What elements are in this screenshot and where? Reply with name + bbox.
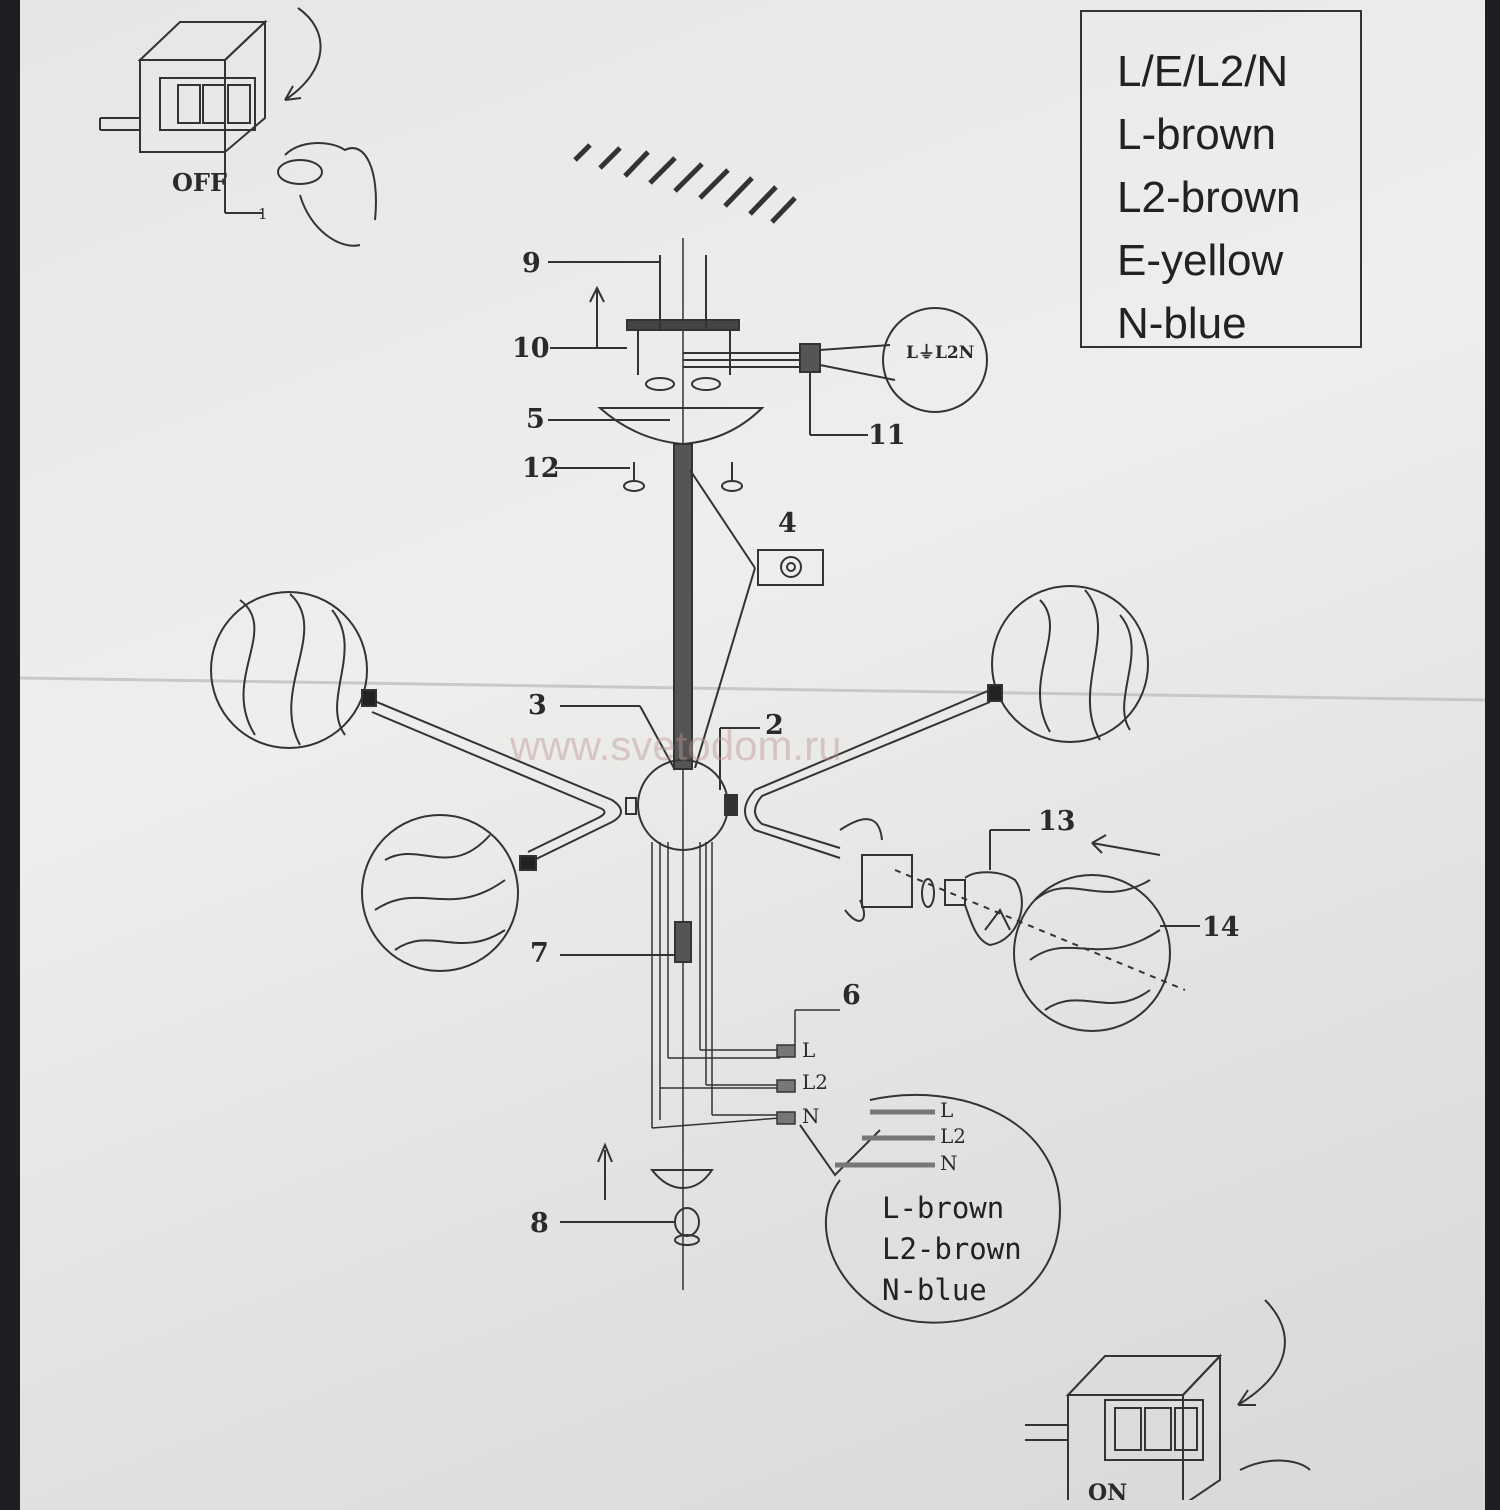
bubble-color-list: L-brown L2-brown N-blue <box>882 1188 1022 1311</box>
part-number-6: 6 <box>842 980 861 1011</box>
switch-box-off-icon <box>99 19 268 214</box>
wire-label-l2: L2 <box>802 1070 829 1094</box>
paper-sheet <box>20 0 1485 1510</box>
bubble-color-3: N-blue <box>882 1273 987 1307</box>
bubble-color-1: L-brown <box>882 1191 1005 1225</box>
arm-left <box>371 699 622 863</box>
curved-arrow-off-icon <box>284 7 322 101</box>
legend-line-3: L2-brown <box>1117 173 1301 222</box>
wire-bundle <box>651 842 840 1129</box>
ceiling-hatch-icon <box>573 143 797 224</box>
wire-label-l: L <box>802 1038 816 1062</box>
part-number-4: 4 <box>778 508 797 539</box>
bubble-wire-l2: L2 <box>940 1124 967 1148</box>
legend-line-4: E-yellow <box>1117 236 1284 285</box>
switch-on-label: ON <box>1088 1480 1128 1506</box>
wire-connector <box>674 921 692 963</box>
wire-color-legend: L/E/L2/N L-brown L2-brown E-yellow N-blu… <box>1080 10 1362 348</box>
wire-label-n: N <box>802 1104 820 1128</box>
part4-box <box>757 549 824 586</box>
terminal-labels: L⏚L2N <box>906 343 975 363</box>
part-number-8: 8 <box>530 1208 549 1239</box>
hand-icon-bottom <box>1239 1459 1311 1471</box>
globe-bottom-left <box>361 814 537 972</box>
globe-top-left <box>210 591 377 749</box>
part-number-10: 10 <box>512 333 550 364</box>
suspension-rod <box>673 443 693 770</box>
switch-box-on-icon <box>1025 1353 1223 1500</box>
legend-line-5: N-blue <box>1117 299 1247 348</box>
part-number-12: 12 <box>522 453 560 484</box>
wire-detail-bubble <box>799 1093 1062 1324</box>
arm-right <box>744 689 991 859</box>
globe-right <box>1013 874 1171 1032</box>
part-number-3: 3 <box>528 690 547 721</box>
callout-1: 1 <box>258 205 268 223</box>
bottom-cap <box>649 1169 714 1190</box>
bulb-icon <box>839 818 1186 991</box>
mounting-bracket <box>589 255 740 391</box>
terminal-block <box>683 307 988 436</box>
legend-line-2: L-brown <box>1117 110 1276 159</box>
hand-icon-top <box>284 142 377 247</box>
bubble-color-2: L2-brown <box>882 1232 1022 1266</box>
watermark: www.svetodom.ru <box>510 722 842 769</box>
part-number-7: 7 <box>530 938 549 969</box>
legend-line-1: L/E/L2/N <box>1117 47 1289 96</box>
part-number-14: 14 <box>1202 912 1240 943</box>
part-number-9: 9 <box>522 248 541 279</box>
part-number-2: 2 <box>765 710 784 741</box>
fold-crease <box>19 676 1486 702</box>
bubble-wire-n: N <box>940 1151 958 1175</box>
switch-off-label: OFF <box>172 168 227 197</box>
curved-arrow-on-icon <box>1237 1299 1286 1406</box>
part-number-5: 5 <box>526 404 545 435</box>
part-number-13: 13 <box>1038 806 1076 837</box>
bubble-wire-l: L <box>940 1098 954 1122</box>
ceiling-canopy <box>597 407 765 446</box>
globe-top-right <box>987 585 1149 743</box>
part-number-11: 11 <box>868 420 906 451</box>
